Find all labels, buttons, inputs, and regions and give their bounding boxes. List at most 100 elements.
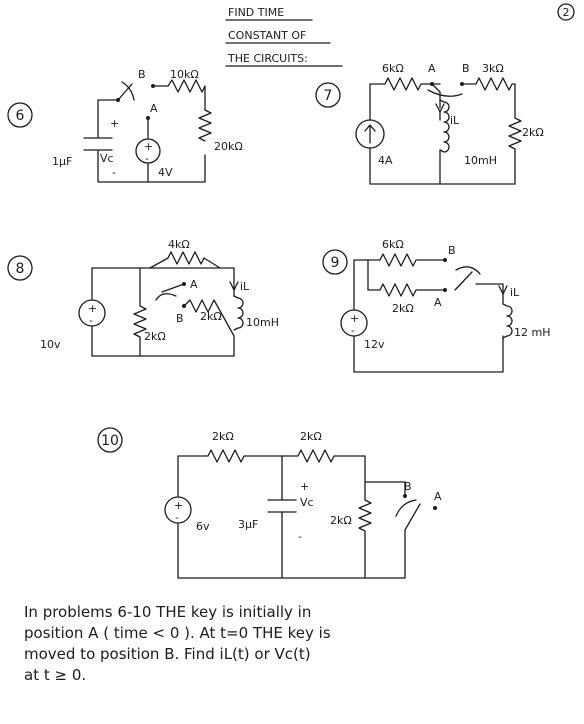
circuit-7: 7 6kΩ A B 3kΩ iL 4A 10mH 2kΩ: [315, 62, 544, 185]
label-a: A: [428, 62, 436, 75]
label-src-minus: -: [175, 511, 179, 524]
switch-arrow: [427, 89, 463, 97]
label-vc: Vc: [300, 496, 314, 509]
label-a: A: [434, 490, 442, 503]
label-src: 10v: [40, 338, 61, 351]
label-r1: 6kΩ: [382, 238, 404, 251]
label-cap-plus: +: [300, 480, 309, 493]
current-arrow-icon: [498, 285, 508, 295]
label-vc: Vc: [100, 152, 114, 165]
resistor-4k: [167, 251, 205, 265]
voltage-source-10v: [78, 299, 106, 327]
wire: [149, 257, 221, 269]
circuit-10: 10 2kΩ 2kΩ 6v + - 3μF + Vc - 2kΩ B A: [97, 427, 442, 579]
label-src-plus: +: [144, 140, 153, 153]
title-line-2: CONSTANT OF: [228, 29, 306, 42]
circuit-number-circle: [7, 102, 33, 128]
resistor-2k-shunt: [358, 481, 372, 541]
voltage-source-6v: [164, 496, 192, 524]
contact-b: [443, 258, 447, 262]
label-src-minus: -: [89, 314, 93, 327]
contact-b: [151, 84, 155, 88]
switch-arm: [431, 83, 441, 93]
page-number: 2: [563, 6, 570, 19]
current-arrow-icon: [229, 281, 239, 291]
circuit-6: 6 B A 10kΩ 20kΩ 1μF + Vc - + - 4V: [7, 68, 243, 183]
circuit-number-circle: [322, 249, 348, 275]
label-src-minus: -: [351, 324, 355, 337]
contact-b: [182, 304, 186, 308]
resistor-3k: [461, 77, 516, 119]
circuit-number: 9: [331, 255, 340, 271]
label-cap-plus: +: [110, 117, 119, 130]
switch-arm: [454, 271, 473, 291]
label-cap-minus: -: [298, 530, 302, 543]
label-il: iL: [510, 286, 520, 299]
inductor-12mh: [502, 303, 513, 339]
arrow-up-icon: [364, 124, 376, 144]
label-r2: 20kΩ: [214, 140, 243, 153]
circuit-number-circle: [97, 427, 123, 453]
label-r2: 2kΩ: [300, 430, 322, 443]
title-line-3: THE CIRCUITS:: [227, 52, 308, 65]
label-b: B: [404, 480, 412, 493]
label-src: 12v: [364, 338, 385, 351]
contact-a: [433, 506, 437, 510]
label-a: A: [150, 102, 158, 115]
label-r3: 2kΩ: [144, 330, 166, 343]
switch-arm: [404, 481, 421, 541]
contact-a: [146, 116, 150, 120]
contact-b: [460, 82, 464, 86]
resistor-6k: [353, 253, 446, 311]
label-r1: 10kΩ: [170, 68, 199, 81]
wire-top: [91, 267, 235, 301]
switch-arm: [161, 283, 185, 293]
label-r1: 6kΩ: [382, 62, 404, 75]
label-r3: 2kΩ: [522, 126, 544, 139]
switch-arrow: [121, 81, 135, 101]
label-r3: 2kΩ: [330, 514, 352, 527]
label-b: B: [462, 62, 470, 75]
circuit-number-circle: [7, 255, 33, 281]
current-source-4a: [355, 119, 385, 149]
circuit-8: 8 4kΩ iL A B 2kΩ 10mH 2kΩ 10v + -: [7, 238, 279, 357]
resistor-2k-mid: [183, 299, 235, 337]
label-il: iL: [450, 114, 460, 127]
label-src-plus: +: [88, 302, 97, 315]
circuit-number: 10: [101, 433, 119, 449]
resistor-10k: [152, 79, 206, 111]
title-line-1: FIND TIME: [228, 6, 284, 19]
label-ind: 12 mH: [514, 326, 550, 339]
label-il: iL: [240, 280, 250, 293]
circuit-number-circle: [315, 82, 341, 108]
label-cap: 3μF: [238, 518, 258, 531]
label-src: 4V: [158, 166, 173, 179]
label-r2: 3kΩ: [482, 62, 504, 75]
label-src-minus: -: [145, 152, 149, 165]
circuit-9: 9 6kΩ B 2kΩ A iL 12 mH 12v + -: [322, 238, 550, 373]
circuit-number: 8: [16, 261, 25, 277]
current-arrow-icon: [435, 103, 445, 113]
note-line-2: position A ( time < 0 ). At t=0 THE key …: [24, 624, 331, 642]
wire-bottom: [91, 325, 235, 357]
label-src: 6v: [196, 520, 210, 533]
problem-statement: In problems 6-10 THE key is initially in…: [24, 602, 564, 686]
wire-bottom: [177, 523, 406, 579]
wire: [97, 99, 206, 183]
label-b: B: [138, 68, 146, 81]
switch-arrow: [155, 293, 177, 301]
label-cap-minus: -: [112, 166, 116, 179]
switch-pivot: [116, 98, 120, 102]
resistor-6k: [369, 77, 441, 121]
circuit-number: 7: [324, 88, 333, 104]
label-src-plus: +: [350, 312, 359, 325]
label-r2: 2kΩ: [200, 310, 222, 323]
wire: [475, 283, 504, 295]
label-r1: 4kΩ: [168, 238, 190, 251]
label-cap: 1μF: [52, 155, 72, 168]
resistor-2k: [367, 259, 446, 297]
switch-arrow: [455, 266, 481, 275]
page-number-circle: [557, 3, 575, 21]
resistor-20k: [198, 109, 212, 142]
